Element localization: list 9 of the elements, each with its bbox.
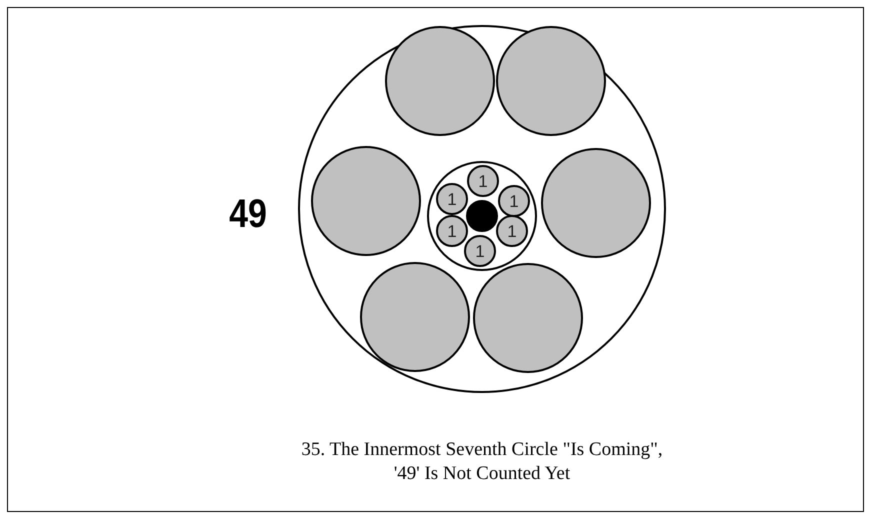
numbered-circle: 1 xyxy=(436,215,468,247)
numbered-circle: 1 xyxy=(467,165,499,197)
caption: 35. The Innermost Seventh Circle "Is Coming", '49' Is Not Counted Yet xyxy=(300,438,664,486)
numbered-circle: 1 xyxy=(496,215,528,247)
center-dot xyxy=(466,200,498,232)
numbered-circle: 1 xyxy=(464,235,496,267)
numbered-circle: 1 xyxy=(498,185,530,217)
numbered-circle: 1 xyxy=(436,183,468,215)
number-label: 49 xyxy=(228,192,268,237)
